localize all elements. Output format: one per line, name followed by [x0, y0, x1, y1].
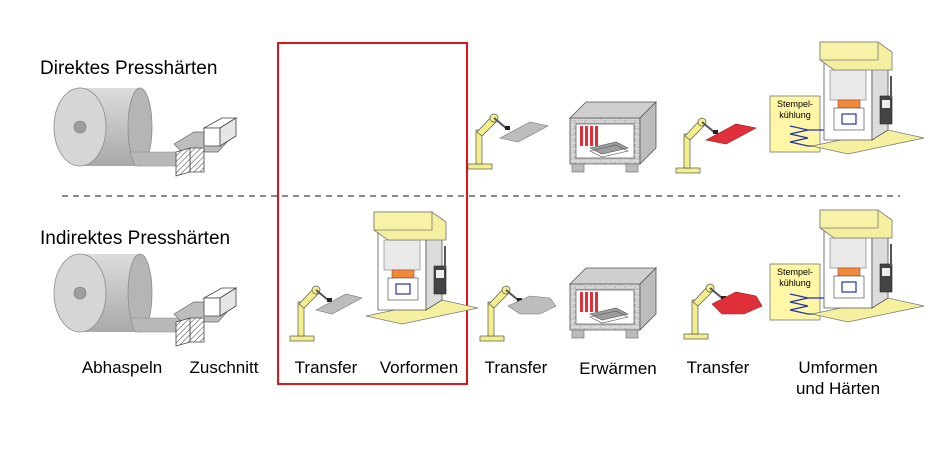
- step-label-preforming: Vorformen: [379, 358, 459, 377]
- step-label-uncoiling: Abhaspeln: [81, 358, 163, 377]
- step-label-transfer-2: Transfer: [484, 358, 548, 377]
- indirect-press-hardening-title: Indirektes Presshärten: [40, 228, 231, 249]
- preformed-cold-part-icon: [507, 295, 557, 315]
- furnace-icon: [569, 267, 657, 339]
- hot-blank-icon: [705, 123, 757, 145]
- punch-cooling-label-line1: Stempel-: [776, 99, 813, 109]
- robot-arm-icon: [289, 285, 333, 342]
- punch-cooling-label-line1: Stempel-: [776, 267, 813, 277]
- step-label-forming-hardening: Umformen und Härten: [795, 358, 881, 398]
- step-label-heating: Erwärmen: [579, 359, 657, 378]
- preforming-press-icon: [365, 211, 479, 325]
- cold-blank-icon: [499, 121, 549, 143]
- shear-icon: [173, 117, 237, 177]
- preforming-highlight-box: [277, 42, 468, 385]
- shear-icon: [173, 287, 237, 347]
- punch-cooling-label-line2: kühlung: [779, 110, 811, 120]
- robot-arm-icon: [675, 117, 719, 174]
- punch-cooling-label: Stempel- kühlung: [770, 267, 820, 289]
- robot-arm-icon: [479, 285, 523, 342]
- punch-cooling-label-line2: kühlung: [779, 278, 811, 288]
- cold-blank-icon: [315, 293, 363, 315]
- press-icon: [811, 41, 925, 155]
- direct-press-hardening-title: Direktes Presshärten: [40, 58, 218, 79]
- step-label-blanking: Zuschnitt: [189, 358, 259, 377]
- step-label-transfer-3: Transfer: [686, 358, 750, 377]
- step-label-transfer-1: Transfer: [294, 358, 358, 377]
- press-icon: [811, 209, 925, 323]
- punch-cooling-label: Stempel- kühlung: [770, 99, 820, 121]
- furnace-icon: [569, 101, 657, 173]
- robot-arm-icon: [467, 113, 511, 170]
- coil-icon: [53, 253, 201, 333]
- preformed-hot-part-icon: [711, 291, 763, 315]
